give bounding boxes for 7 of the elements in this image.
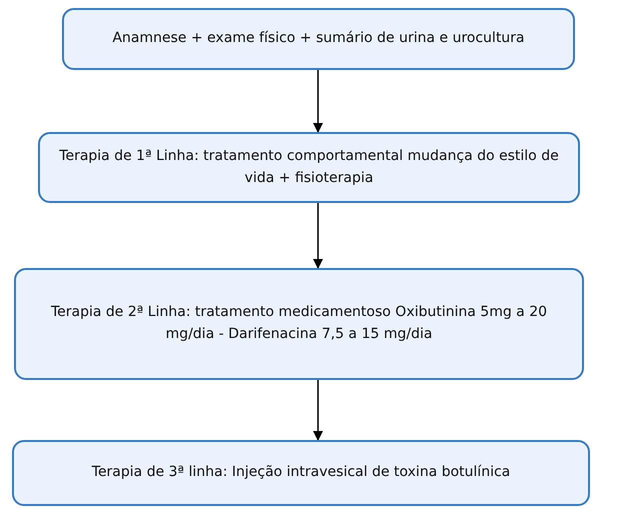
process-box: Terapia de 3ª linha: Injeção intravesical de toxina botulínica	[12, 440, 590, 506]
arrow	[313, 380, 323, 441]
process-box: Terapia de 1ª Linha: tratamento comportamental mudança do estilo de vida + fisioterapia	[38, 132, 580, 203]
process-box: Terapia de 2ª Linha: tratamento medicamentoso Oxibutinina 5mg a 20 mg/dia - Darifenacina 7,5 a 15 mg/dia	[14, 268, 584, 380]
process-box: Anamnese + exame físico + sumário de urina e urocultura	[62, 8, 575, 70]
arrow	[313, 70, 323, 133]
arrow	[313, 203, 323, 269]
